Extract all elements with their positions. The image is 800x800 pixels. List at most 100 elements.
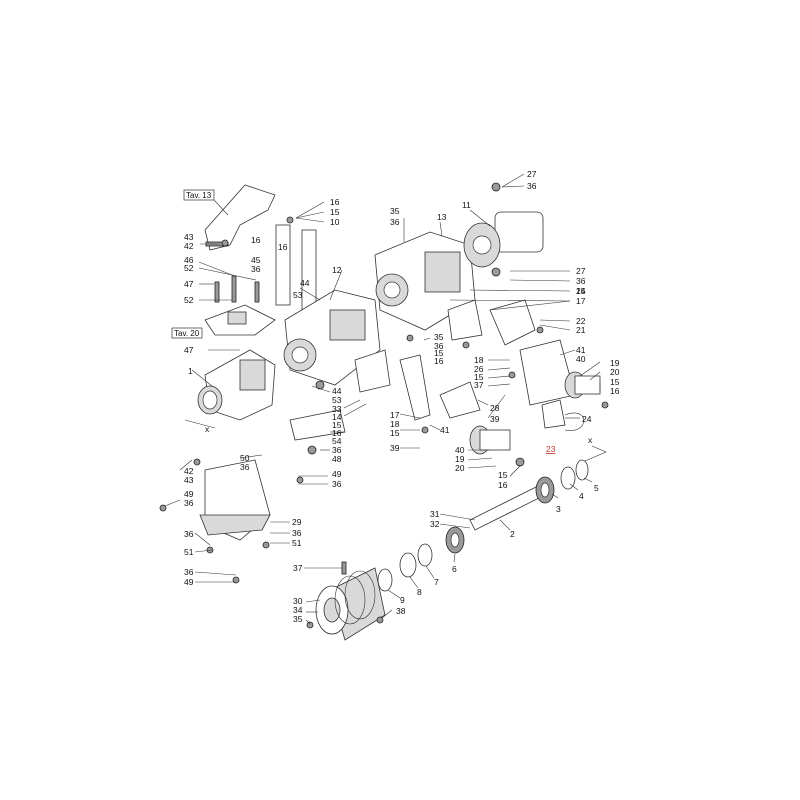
plate-54[interactable]: [289, 409, 346, 441]
label-15[interactable]: 15: [390, 428, 400, 438]
label-5[interactable]: 5: [594, 483, 599, 493]
label-18[interactable]: 18: [474, 355, 484, 365]
label-16[interactable]: 16: [610, 386, 620, 396]
label-41[interactable]: 41: [576, 345, 586, 355]
label-2[interactable]: 2: [510, 529, 515, 539]
label-11[interactable]: 11: [462, 200, 471, 210]
coupling-19-right[interactable]: [564, 371, 601, 399]
coupling-40[interactable]: [469, 425, 511, 455]
label-43[interactable]: 43: [184, 475, 194, 485]
lever-17[interactable]: [354, 349, 431, 421]
label-27[interactable]: 27: [576, 266, 586, 276]
label-36[interactable]: 36: [332, 445, 342, 455]
label-36[interactable]: 36: [527, 181, 537, 191]
label-15[interactable]: 15: [498, 470, 508, 480]
label-12[interactable]: 12: [332, 265, 342, 275]
label-36[interactable]: 36: [184, 529, 194, 539]
label-16[interactable]: 16: [498, 480, 508, 490]
label-37[interactable]: 37: [293, 563, 303, 573]
label-25[interactable]: 25: [576, 286, 586, 296]
label-15[interactable]: 15: [332, 420, 342, 430]
pin-37[interactable]: [341, 561, 347, 575]
label-16[interactable]: 16: [332, 428, 342, 438]
label-22[interactable]: 22: [576, 316, 586, 326]
label-51[interactable]: 51: [292, 538, 302, 548]
label-42[interactable]: 42: [184, 466, 194, 476]
rod-assembly-center[interactable]: [275, 224, 317, 311]
label-27[interactable]: 27: [527, 169, 537, 179]
label-32[interactable]: 32: [430, 519, 440, 529]
label-35[interactable]: 35: [434, 332, 444, 342]
label-42[interactable]: 42: [184, 241, 194, 251]
ref-box-tav13[interactable]: Tav. 13: [183, 189, 215, 201]
bearing-3[interactable]: [535, 476, 555, 504]
bearing-6[interactable]: [445, 526, 465, 554]
label-19[interactable]: 19: [455, 454, 465, 464]
label-29[interactable]: 29: [292, 517, 302, 527]
label-48[interactable]: 48: [332, 454, 342, 464]
label-14[interactable]: 14: [576, 286, 586, 296]
label-8[interactable]: 8: [417, 587, 422, 597]
label-26[interactable]: 26: [474, 364, 484, 374]
ring-9[interactable]: [377, 568, 393, 592]
label-49[interactable]: 49: [184, 577, 194, 587]
label-16[interactable]: 16: [434, 356, 444, 366]
label-7[interactable]: 7: [434, 577, 439, 587]
switch-24[interactable]: [541, 399, 585, 431]
lever-28[interactable]: [439, 381, 481, 419]
label-36[interactable]: 36: [292, 528, 302, 538]
label-47[interactable]: 47: [184, 279, 194, 289]
label-23-highlighted[interactable]: 23: [546, 444, 556, 454]
label-50[interactable]: 50: [240, 453, 250, 463]
label-44[interactable]: 44: [300, 278, 310, 288]
label-3[interactable]: 3: [556, 504, 561, 514]
label-13[interactable]: 13: [437, 212, 447, 222]
label-46[interactable]: 46: [184, 255, 194, 265]
label-36[interactable]: 36: [332, 479, 342, 489]
label-31[interactable]: 31: [430, 509, 440, 519]
label-36[interactable]: 36: [576, 276, 586, 286]
shaft-2[interactable]: [469, 484, 546, 531]
label-49[interactable]: 49: [332, 469, 342, 479]
label-15[interactable]: 15: [434, 348, 444, 358]
label-37[interactable]: 37: [474, 380, 484, 390]
motor-11[interactable]: [463, 211, 544, 268]
label-39[interactable]: 39: [390, 443, 400, 453]
ring-5[interactable]: [575, 459, 589, 481]
ring-4[interactable]: [560, 466, 576, 490]
plate-group-right[interactable]: [447, 299, 576, 406]
label-15[interactable]: 15: [330, 207, 340, 217]
label-14[interactable]: 14: [332, 412, 342, 422]
label-24[interactable]: 24: [582, 414, 592, 424]
label-9[interactable]: 9: [400, 595, 405, 605]
label-43[interactable]: 43: [184, 232, 194, 242]
ref-box-tav20[interactable]: Tav. 20: [171, 327, 203, 339]
label-16[interactable]: 16: [278, 242, 288, 252]
label-52[interactable]: 52: [184, 295, 194, 305]
pump-center-13[interactable]: [374, 231, 476, 331]
label-16[interactable]: 16: [330, 197, 340, 207]
label-20[interactable]: 20: [455, 463, 465, 473]
label-53[interactable]: 53: [293, 290, 303, 300]
label-53[interactable]: 53: [332, 395, 342, 405]
label-47[interactable]: 47: [184, 345, 194, 355]
label-15[interactable]: 15: [610, 377, 620, 387]
label-10[interactable]: 10: [330, 217, 340, 227]
label-18[interactable]: 18: [390, 419, 400, 429]
ring-8[interactable]: [399, 552, 417, 578]
label-36[interactable]: 36: [240, 462, 250, 472]
label-16[interactable]: 16: [251, 235, 261, 245]
label-49[interactable]: 49: [184, 489, 194, 499]
label-36[interactable]: 36: [184, 567, 194, 577]
label-51[interactable]: 51: [184, 547, 194, 557]
label-33[interactable]: 33: [332, 404, 342, 414]
label-36[interactable]: 36: [184, 498, 194, 508]
bracket-top-left[interactable]: [204, 184, 276, 251]
label-35[interactable]: 35: [293, 614, 303, 624]
pulley-30[interactable]: [315, 567, 386, 641]
lower-bracket-29[interactable]: [199, 459, 271, 541]
label-54[interactable]: 54: [332, 436, 342, 446]
label-1[interactable]: 1: [188, 366, 193, 376]
label-15[interactable]: 15: [474, 372, 484, 382]
label-21[interactable]: 21: [576, 325, 586, 335]
